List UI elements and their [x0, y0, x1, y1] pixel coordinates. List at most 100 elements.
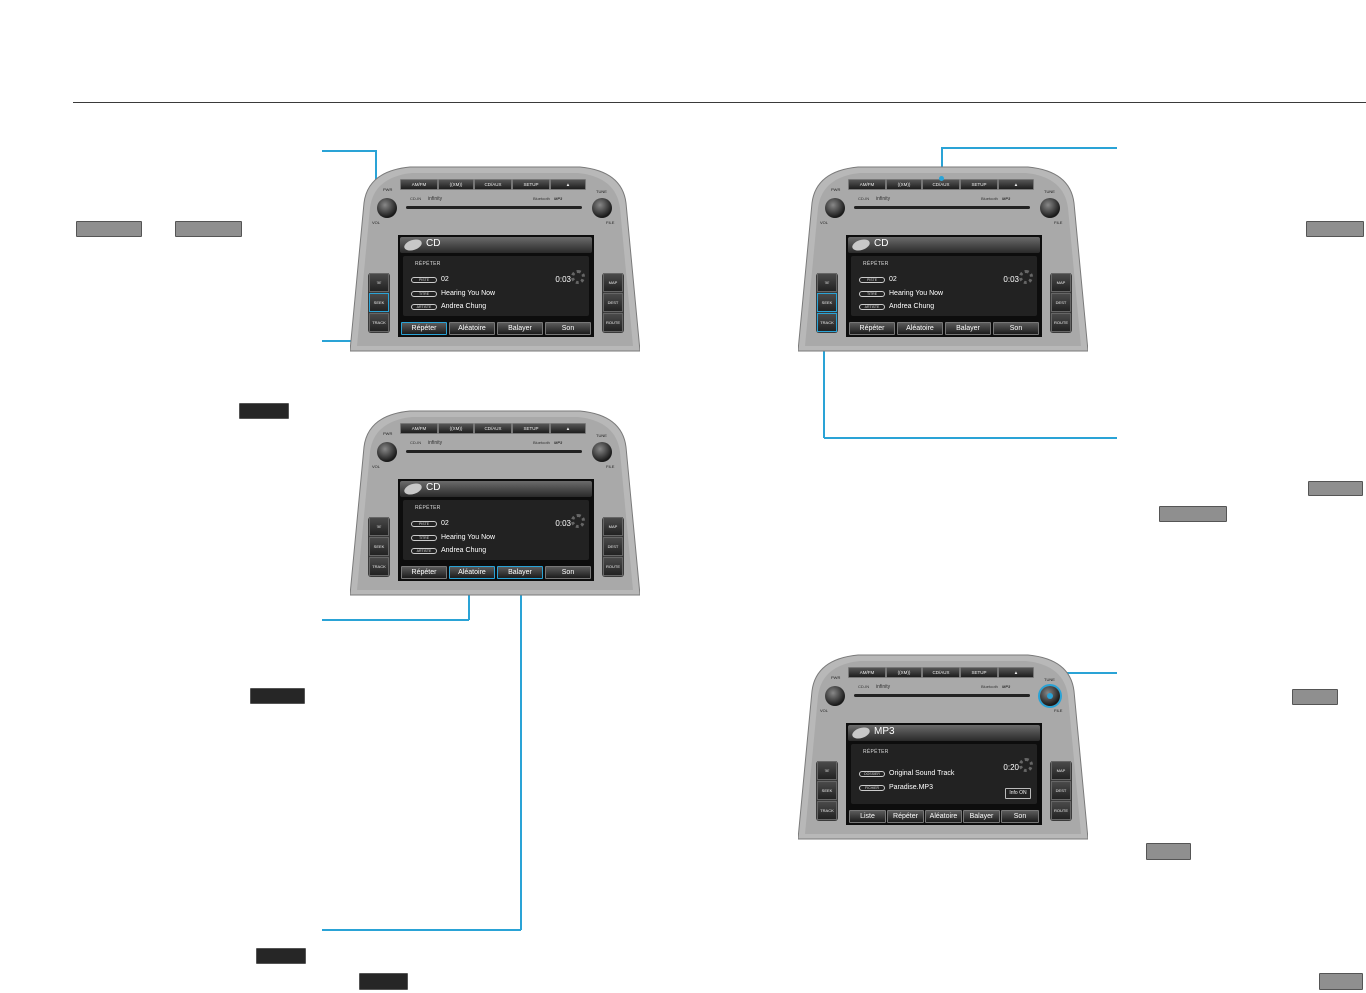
repeat-button[interactable]: Répéter — [887, 810, 924, 823]
volume-knob[interactable] — [825, 198, 845, 218]
dest-button[interactable]: DEST — [603, 537, 623, 556]
disc-slot — [854, 206, 1030, 209]
tune-label: TUNE — [1044, 189, 1055, 194]
list-button[interactable]: Liste — [849, 810, 886, 823]
screen-title: CD — [426, 238, 441, 249]
seek-button[interactable]: SEEK — [817, 293, 837, 312]
tune-knob[interactable] — [592, 442, 612, 462]
callout-line — [941, 147, 943, 184]
sound-button[interactable]: Son — [545, 566, 591, 579]
scan-button[interactable]: Balayer — [963, 810, 1000, 823]
am-fm-button[interactable]: AM/FM — [848, 667, 886, 678]
route-button[interactable]: ROUTE — [1051, 313, 1071, 332]
repeat-button[interactable]: Répéter — [849, 322, 895, 335]
random-button[interactable]: Aléatoire — [449, 322, 495, 335]
vol-label: VOL — [372, 220, 381, 225]
file-knob[interactable] — [1040, 686, 1060, 706]
setup-button[interactable]: SETUP — [512, 179, 550, 190]
xm-button[interactable]: ((XM)) — [438, 179, 474, 190]
map-button[interactable]: MAP — [603, 517, 623, 536]
volume-knob[interactable] — [377, 198, 397, 218]
volume-knob[interactable] — [377, 442, 397, 462]
soft-key-row: Répéter Aléatoire Balayer Son — [849, 322, 1039, 335]
phone-button[interactable]: ☏ — [817, 273, 837, 292]
setup-button[interactable]: SETUP — [960, 667, 998, 678]
track-button[interactable]: TRACK — [817, 313, 837, 332]
eject-button[interactable]: ▲ — [550, 179, 586, 190]
screen-title: MP3 — [874, 726, 895, 737]
sound-button[interactable]: Son — [1001, 810, 1039, 823]
left-side-panel: ☏ SEEK TRACK — [816, 761, 838, 821]
xm-button[interactable]: ((XM)) — [886, 667, 922, 678]
random-button[interactable]: Aléatoire — [449, 566, 495, 579]
display-screen: CD RÉPÉTER PISTE 02 TITRE Hearing You No… — [398, 235, 594, 337]
screen-header: CD — [400, 237, 592, 253]
key-pill — [1308, 481, 1363, 496]
scan-button[interactable]: Balayer — [945, 322, 991, 335]
am-fm-button[interactable]: AM/FM — [400, 179, 438, 190]
route-button[interactable]: ROUTE — [603, 313, 623, 332]
map-button[interactable]: MAP — [1051, 273, 1071, 292]
top-button-bar: AM/FM ((XM)) CD/AUX SETUP ▲ — [400, 423, 586, 434]
seek-button[interactable]: SEEK — [369, 293, 389, 312]
map-button[interactable]: MAP — [1051, 761, 1071, 780]
soft-key-row: Liste Répéter Aléatoire Balayer Son — [849, 810, 1039, 823]
cd-aux-button[interactable]: CD/AUX — [922, 667, 960, 678]
phone-button[interactable]: ☏ — [817, 761, 837, 780]
tune-knob[interactable] — [592, 198, 612, 218]
map-button[interactable]: MAP — [603, 273, 623, 292]
file-label: FILE — [606, 220, 615, 225]
artist-tag: ARTISTE — [411, 548, 437, 554]
scan-button[interactable]: Balayer — [497, 566, 543, 579]
sound-button[interactable]: Son — [993, 322, 1039, 335]
am-fm-button[interactable]: AM/FM — [400, 423, 438, 434]
cd-aux-button[interactable]: CD/AUX — [474, 179, 512, 190]
phone-button[interactable]: ☏ — [369, 273, 389, 292]
top-button-bar: AM/FM ((XM)) CD/AUX SETUP ▲ — [848, 667, 1034, 678]
brand-logo: infinity — [428, 440, 443, 446]
dest-button[interactable]: DEST — [603, 293, 623, 312]
folder-tag: DOSSIER — [859, 771, 885, 777]
route-button[interactable]: ROUTE — [603, 557, 623, 576]
track-number: 02 — [889, 276, 897, 283]
am-fm-button[interactable]: AM/FM — [848, 179, 886, 190]
tune-knob[interactable] — [1040, 198, 1060, 218]
track-button[interactable]: TRACK — [369, 557, 389, 576]
repeat-button[interactable]: Répéter — [401, 322, 447, 335]
key-pill — [1292, 689, 1338, 705]
elapsed-time: 0:20 — [1003, 763, 1019, 772]
xm-button[interactable]: ((XM)) — [438, 423, 474, 434]
dest-button[interactable]: DEST — [1051, 781, 1071, 800]
repeat-button[interactable]: Répéter — [401, 566, 447, 579]
cd-aux-button[interactable]: CD/AUX — [474, 423, 512, 434]
eject-button[interactable]: ▲ — [998, 179, 1034, 190]
track-button[interactable]: TRACK — [817, 801, 837, 820]
dest-button[interactable]: DEST — [1051, 293, 1071, 312]
scan-button[interactable]: Balayer — [497, 322, 543, 335]
eject-button[interactable]: ▲ — [998, 667, 1034, 678]
sound-button[interactable]: Son — [545, 322, 591, 335]
eject-button[interactable]: ▲ — [550, 423, 586, 434]
track-button[interactable]: TRACK — [369, 313, 389, 332]
volume-knob[interactable] — [825, 686, 845, 706]
display-screen: CD RÉPÉTER PISTE 02 TITRE Hearing You No… — [398, 479, 594, 581]
cd-aux-button[interactable]: CD/AUX — [922, 176, 960, 190]
random-button[interactable]: Aléatoire — [897, 322, 943, 335]
setup-button[interactable]: SETUP — [960, 179, 998, 190]
cd-in-label: CD-IN — [858, 196, 870, 201]
xm-button[interactable]: ((XM)) — [886, 179, 922, 190]
right-side-panel: MAP DEST ROUTE — [602, 273, 624, 333]
setup-button[interactable]: SETUP — [512, 423, 550, 434]
info-on-button[interactable]: Info ON — [1005, 788, 1031, 799]
seek-button[interactable]: SEEK — [369, 537, 389, 556]
phone-button[interactable]: ☏ — [369, 517, 389, 536]
seek-button[interactable]: SEEK — [817, 781, 837, 800]
file-name: Paradise.MP3 — [889, 784, 933, 791]
key-pill — [359, 973, 408, 990]
track-tag: PISTE — [411, 277, 437, 283]
left-side-panel: ☏ SEEK TRACK — [368, 273, 390, 333]
loading-spinner-icon — [571, 514, 585, 528]
random-button[interactable]: Aléatoire — [925, 810, 962, 823]
track-info-panel: RÉPÉTER PISTE 02 TITRE Hearing You Now A… — [403, 256, 589, 316]
route-button[interactable]: ROUTE — [1051, 801, 1071, 820]
